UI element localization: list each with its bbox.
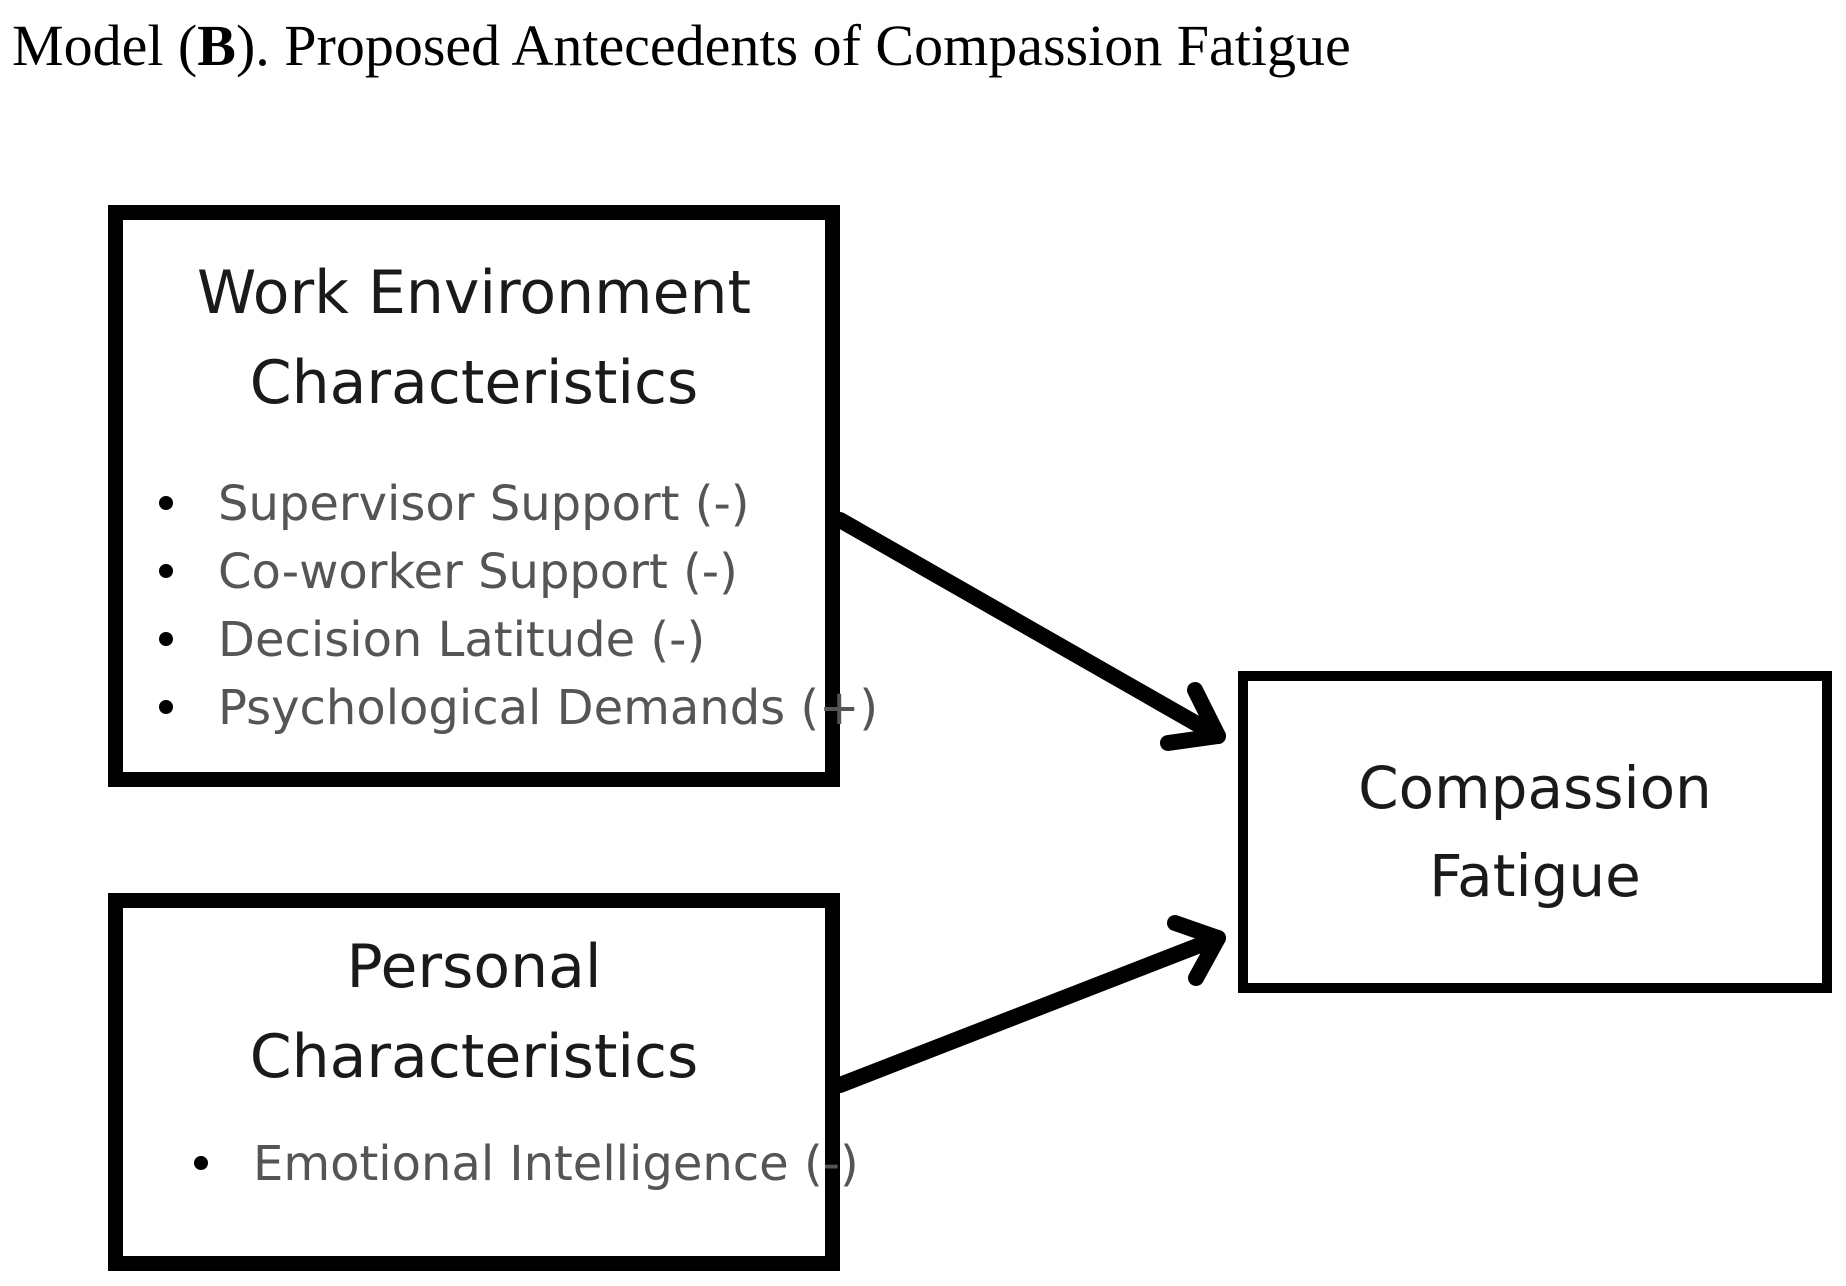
list-item: Psychological Demands (+)	[153, 674, 878, 742]
work-title-line2: Characteristics	[249, 348, 699, 418]
arrow-head	[1167, 915, 1226, 986]
bullet-icon	[159, 632, 173, 646]
personal-title-line2: Characteristics	[249, 1022, 699, 1092]
list-item: Emotional Intelligence (-)	[188, 1130, 859, 1198]
caption-bold-label: B	[197, 13, 236, 78]
personal-characteristics-list: Emotional Intelligence (-)	[188, 1130, 859, 1198]
work-environment-title: Work Environment Characteristics	[123, 248, 825, 428]
list-item-label: Decision Latitude (-)	[218, 612, 706, 668]
bullet-icon	[159, 700, 173, 714]
list-item-label: Co-worker Support (-)	[218, 544, 738, 600]
work-environment-list: Supervisor Support (-) Co-worker Support…	[153, 470, 878, 742]
arrow-personal-to-compassion-fatigue	[832, 915, 1226, 1093]
arrow-shaft	[832, 930, 1226, 1093]
compassion-fatigue-title: Compassion Fatigue	[1248, 681, 1822, 983]
list-item: Decision Latitude (-)	[153, 606, 878, 674]
list-item-label: Supervisor Support (-)	[218, 476, 750, 532]
personal-title-line1: Personal	[346, 932, 602, 1002]
list-item: Supervisor Support (-)	[153, 470, 878, 538]
personal-characteristics-title: Personal Characteristics	[123, 922, 825, 1102]
bullet-icon	[159, 496, 173, 510]
arrow-work-to-compassion-fatigue	[832, 512, 1226, 751]
arrow-head	[1160, 682, 1226, 751]
list-item-label: Psychological Demands (+)	[218, 680, 879, 736]
list-item: Co-worker Support (-)	[153, 538, 878, 606]
work-environment-box: Work Environment Characteristics Supervi…	[108, 205, 878, 787]
figure-caption: Model (B). Proposed Antecedents of Compa…	[12, 10, 1351, 82]
caption-prefix: Model (	[12, 13, 198, 78]
list-item-label: Emotional Intelligence (-)	[253, 1136, 859, 1192]
outcome-title-line1: Compassion	[1358, 754, 1712, 822]
work-title-line1: Work Environment	[196, 258, 752, 328]
personal-characteristics-box: Personal Characteristics Emotional Intel…	[108, 893, 859, 1271]
bullet-icon	[159, 564, 173, 578]
caption-suffix: ). Proposed Antecedents of Compassion Fa…	[235, 13, 1351, 78]
bullet-icon	[194, 1156, 208, 1170]
arrow-shaft	[832, 512, 1226, 744]
compassion-fatigue-box: Compassion Fatigue	[1238, 671, 1832, 993]
outcome-title-line2: Fatigue	[1429, 842, 1641, 910]
